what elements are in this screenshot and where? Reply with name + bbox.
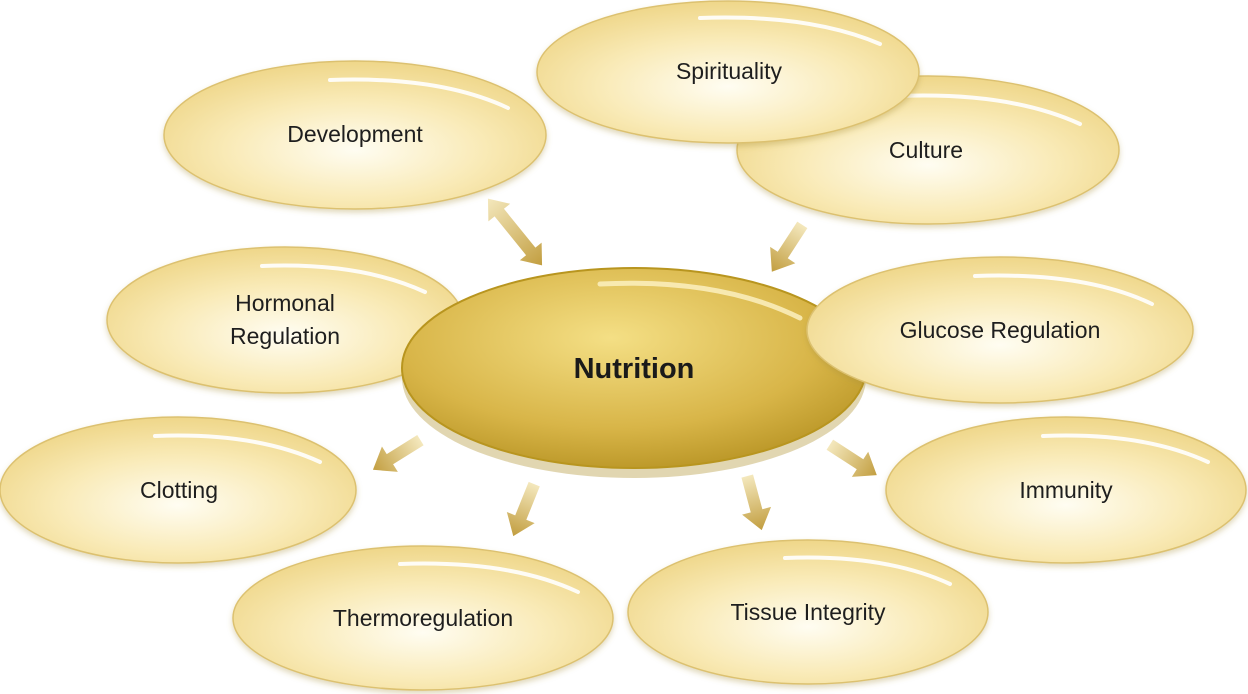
- node-glucose-regulation: Glucose Regulation: [806, 256, 1194, 404]
- node-label-tissue-integrity: Tissue Integrity: [730, 599, 886, 625]
- node-spirituality: Spirituality: [536, 0, 920, 144]
- node-label-immunity: Immunity: [1019, 477, 1113, 503]
- node-tissue-integrity: Tissue Integrity: [627, 539, 989, 685]
- node-label-spirituality: Spirituality: [676, 58, 783, 84]
- center-label-nutrition: Nutrition: [574, 353, 695, 385]
- node-label-development: Development: [287, 121, 423, 147]
- node-label-clotting: Clotting: [140, 477, 218, 503]
- node-label-glucose-regulation: Glucose Regulation: [900, 317, 1101, 343]
- node-clotting: Clotting: [0, 416, 357, 564]
- node-label-thermoregulation: Thermoregulation: [333, 605, 513, 631]
- arrow-culture-to-nutrition: [770, 221, 808, 272]
- arrow-nutrition-to-thermoregulation: [506, 481, 540, 537]
- node-label-hormonal-regulation-line2: Regulation: [230, 323, 340, 349]
- node-thermoregulation: Thermoregulation: [232, 545, 614, 691]
- arrow-nutrition-to-tissue-integrity: [741, 474, 772, 531]
- node-immunity: Immunity: [885, 416, 1247, 564]
- arrow-nutrition-to-clotting: [372, 435, 424, 472]
- node-development: Development: [163, 60, 547, 210]
- arrow-development-nutrition: [487, 198, 543, 266]
- node-label-hormonal-regulation: Hormonal: [235, 290, 335, 316]
- node-label-culture: Culture: [889, 137, 963, 163]
- arrow-nutrition-to-immunity: [826, 439, 877, 477]
- node-hormonal-regulation: Hormonal Regulation: [106, 246, 464, 394]
- arrows: [372, 198, 877, 537]
- node-nutrition-center: Nutrition: [401, 267, 867, 478]
